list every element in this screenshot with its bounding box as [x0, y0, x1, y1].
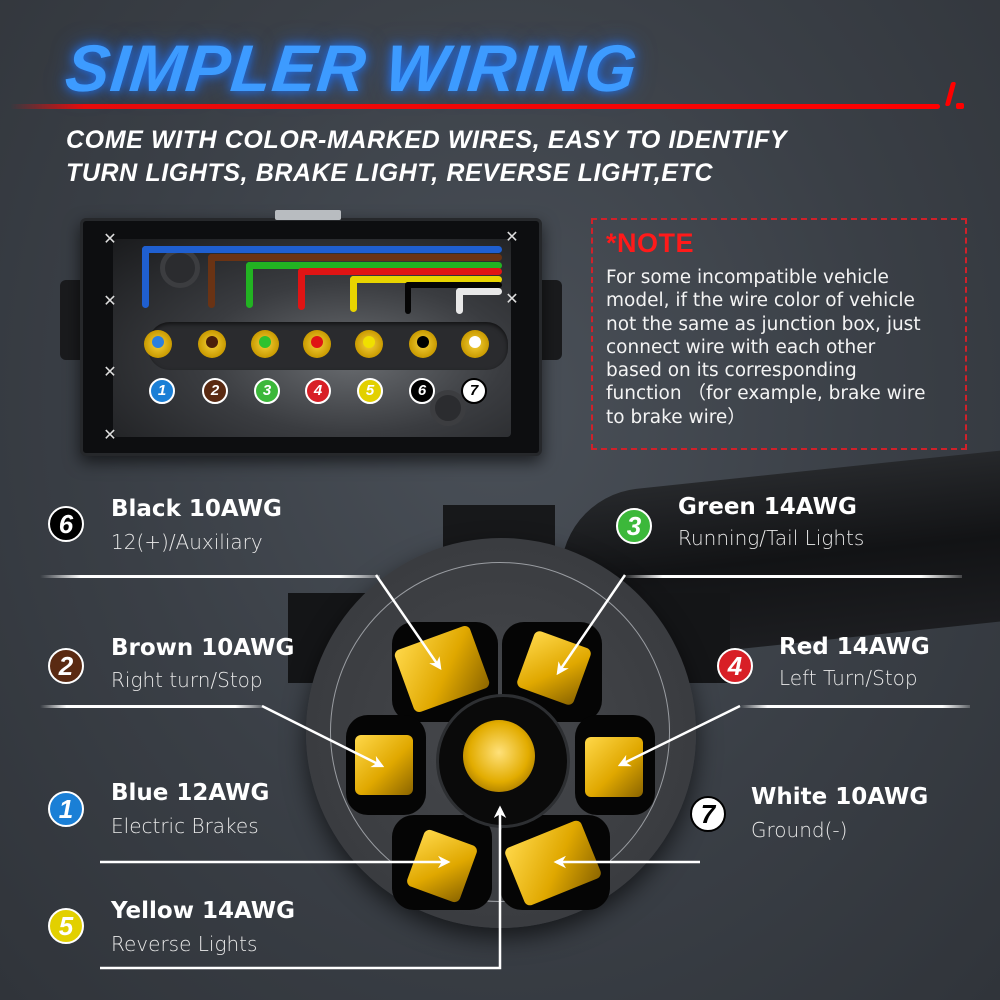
wire-badge-3: 3 [616, 508, 652, 544]
wire-red [298, 268, 502, 275]
terminal-badge-5: 5 [357, 378, 383, 404]
wire-blue-drop [142, 246, 149, 308]
wire-red-drop [298, 268, 305, 310]
wire-name-red: Red 14AWG [779, 634, 930, 660]
terminal-badge-6: 6 [409, 378, 435, 404]
wire-badge-5: 5 [48, 908, 84, 944]
note-line: not the same as junction box, just [606, 313, 921, 335]
terminal-badge-2: 2 [202, 378, 228, 404]
wire-function-blue: Electric Brakes [111, 814, 259, 838]
wire-name-brown: Brown 10AWG [111, 635, 295, 661]
terminal-lug-2 [198, 330, 226, 358]
wire-white [456, 288, 502, 295]
wire-badge-2: 2 [48, 648, 84, 684]
wire-brown-drop [208, 254, 215, 308]
screw-icon: ✕ [103, 229, 117, 248]
pin-4-red [585, 737, 643, 797]
screw-icon: ✕ [505, 227, 519, 246]
note-line: based on its corresponding [606, 360, 857, 382]
terminal-badge-4: 4 [305, 378, 331, 404]
wire-yellow-drop [350, 276, 357, 312]
wire-green-drop [246, 262, 253, 308]
accent-divider-dot [956, 103, 964, 109]
terminal-lug-5 [355, 330, 383, 358]
note-line: function （for example, brake wire [606, 383, 926, 405]
wire-function-red: Left Turn/Stop [779, 666, 918, 690]
wire-name-yellow: Yellow 14AWG [111, 898, 295, 924]
divider-line [40, 575, 380, 578]
note-title: *NOTE [606, 228, 695, 258]
terminal-badge-7: 7 [461, 378, 487, 404]
note-body: For some incompatible vehicle model, if … [606, 266, 966, 429]
wire-name-white: White 10AWG [751, 784, 929, 810]
cable-grommet [430, 390, 466, 426]
terminal-badge-3: 3 [254, 378, 280, 404]
wire-name-black: Black 10AWG [111, 496, 282, 522]
note-line: model, if the wire color of vehicle [606, 290, 915, 312]
divider-line [622, 575, 962, 578]
note-line: to brake wire） [606, 406, 746, 428]
pin-5-yellow-center [463, 720, 535, 792]
wire-green [246, 262, 502, 269]
screw-icon: ✕ [103, 425, 117, 444]
wire-badge-4: 4 [717, 648, 753, 684]
divider-line [740, 705, 970, 708]
wire-black-drop [405, 282, 411, 314]
wire-brown [208, 254, 502, 261]
wire-function-black: 12(+)/Auxiliary [111, 530, 263, 554]
screw-icon: ✕ [103, 291, 117, 310]
terminal-lug-4 [303, 330, 331, 358]
wire-name-blue: Blue 12AWG [111, 780, 270, 806]
subtitle: COME WITH COLOR-MARKED WIRES, EASY TO ID… [66, 124, 787, 190]
junction-box-latch [275, 210, 341, 220]
terminal-lug-7 [461, 330, 489, 358]
screw-icon: ✕ [505, 289, 519, 308]
divider-line [40, 705, 262, 708]
subtitle-line-2: TURN LIGHTS, BRAKE LIGHT, REVERSE LIGHT,… [66, 159, 714, 187]
wire-badge-1: 1 [48, 791, 84, 827]
wire-yellow [350, 276, 502, 283]
terminal-badge-1: 1 [149, 378, 175, 404]
wire-function-white: Ground(-) [751, 818, 848, 842]
terminal-lug-6 [409, 330, 437, 358]
wire-white-drop [456, 288, 463, 314]
wire-function-yellow: Reverse Lights [111, 932, 258, 956]
wire-badge-6: 6 [48, 506, 84, 542]
wire-badge-7: 7 [690, 796, 726, 832]
wire-name-green: Green 14AWG [678, 494, 857, 520]
wire-black [405, 282, 502, 288]
terminal-lug-1 [144, 330, 172, 358]
note-line: For some incompatible vehicle [606, 267, 889, 288]
wire-function-green: Running/Tail Lights [678, 526, 865, 550]
accent-divider [10, 104, 940, 109]
note-box [591, 218, 967, 450]
note-line: connect wire with each other [606, 336, 876, 358]
wire-function-brown: Right turn/Stop [111, 668, 263, 692]
terminal-lug-3 [251, 330, 279, 358]
wire-blue [142, 246, 502, 253]
subtitle-line-1: COME WITH COLOR-MARKED WIRES, EASY TO ID… [66, 126, 788, 154]
screw-icon: ✕ [103, 362, 117, 381]
